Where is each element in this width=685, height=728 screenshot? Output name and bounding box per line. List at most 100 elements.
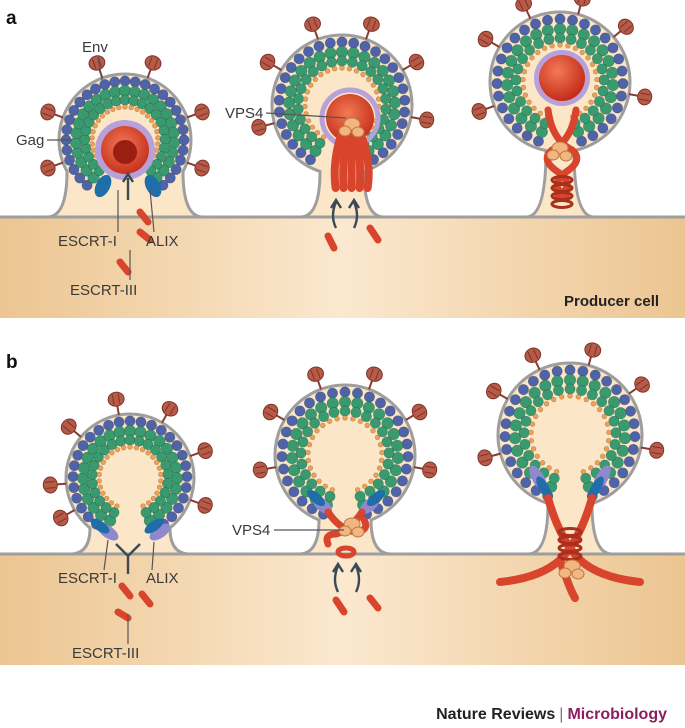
gag-subunit <box>603 446 610 452</box>
gag-subunit <box>605 449 617 461</box>
env-head-line <box>424 471 435 475</box>
gag-subunit <box>326 418 333 425</box>
env-head <box>107 391 125 407</box>
gag-subunit <box>517 384 529 396</box>
gag-subunit <box>590 401 597 407</box>
env-stalk <box>365 29 371 40</box>
gag-subunit <box>529 112 541 124</box>
gag-subunit <box>384 119 398 132</box>
gag-subunit <box>400 463 412 475</box>
gag-subunit <box>565 43 571 49</box>
journal-name: Nature Reviews <box>436 706 556 723</box>
gag-subunit <box>511 122 523 134</box>
gag-subunit <box>68 460 80 472</box>
env-head-line <box>254 465 265 469</box>
gag-subunit <box>378 457 385 464</box>
gag-subunit <box>90 83 102 95</box>
env-head-line <box>635 378 645 386</box>
env-head <box>366 366 383 382</box>
gag-lattice <box>273 36 411 166</box>
gag-subunit <box>596 44 609 57</box>
recruitment-arrow <box>331 201 338 229</box>
gag-subunit <box>320 422 326 429</box>
gag-subunit <box>305 457 312 464</box>
gag-subunit <box>277 438 289 450</box>
gag-subunit <box>374 434 381 441</box>
gag-subunit <box>309 434 316 441</box>
env-spike <box>402 53 425 71</box>
gag-subunit <box>172 502 184 514</box>
gag-subunit <box>82 511 94 523</box>
env-head-line <box>196 106 206 112</box>
gag-subunit <box>88 459 100 471</box>
recruitment-arrow <box>352 201 359 229</box>
gag-subunit <box>515 96 527 108</box>
gag-subunit <box>150 495 157 502</box>
escrt3-subunit <box>118 582 134 600</box>
gag-subunit <box>286 439 299 452</box>
gag-subunit <box>586 389 598 401</box>
env-spike <box>52 509 76 527</box>
gag-subunit <box>284 85 297 98</box>
gag-subunit <box>579 112 591 124</box>
gag-subunit <box>608 415 620 427</box>
env-head-line <box>45 481 56 483</box>
env-head-line <box>253 122 264 127</box>
gag-subunit <box>516 456 529 469</box>
gag-subunit <box>503 91 516 104</box>
env-head <box>52 509 69 527</box>
gag-subunit <box>154 100 167 113</box>
gag-subunit <box>520 477 532 489</box>
gag-subunit <box>512 63 524 75</box>
env-stalk <box>587 355 593 366</box>
gag-subunit <box>363 391 375 403</box>
gag-subunit <box>336 55 348 67</box>
gag-subunit <box>539 460 546 466</box>
gag-subunit <box>180 460 192 472</box>
panel-a-bud-early <box>40 55 210 276</box>
gag-subunit <box>278 463 290 475</box>
gag-subunit <box>92 123 98 129</box>
env-spike <box>486 382 509 400</box>
env-head-line <box>482 33 492 40</box>
escrt1-complex <box>94 174 112 198</box>
env-head-line <box>261 61 271 68</box>
env-head-line <box>307 20 312 31</box>
gag-subunit <box>127 444 133 450</box>
gag-subunit <box>145 419 157 431</box>
gag-subunit <box>68 164 80 176</box>
env-head-line <box>652 445 663 449</box>
panel-b-letter: b <box>6 352 18 373</box>
recruitment-arrow <box>333 565 340 593</box>
gag-subunit <box>96 471 102 478</box>
gag-lattice <box>491 13 629 147</box>
gag-subunit <box>593 96 605 108</box>
escrt3-coil <box>550 199 574 209</box>
gag-subunit <box>599 453 606 459</box>
env-head-line <box>588 344 592 355</box>
gag-subunit <box>546 465 552 471</box>
gag-subunit <box>150 109 162 121</box>
gag-subunit <box>588 465 594 471</box>
gag-subunit <box>77 440 89 452</box>
gag-subunit <box>619 394 631 406</box>
gag-subunit <box>174 154 186 166</box>
gag-subunit <box>86 478 98 490</box>
gag-subunit <box>615 90 627 102</box>
gag-subunit <box>273 106 285 118</box>
env-head-line <box>639 98 650 102</box>
gag-subunit <box>596 63 608 75</box>
env-head <box>419 111 435 129</box>
gag-subunit <box>511 467 523 479</box>
gag-subunit <box>309 417 321 429</box>
gag-subunit <box>150 454 156 460</box>
env-stalk <box>72 429 82 438</box>
env-head <box>252 461 268 479</box>
arrow-head <box>121 171 135 183</box>
gag-subunit <box>148 501 160 513</box>
gag-subunit <box>364 485 376 497</box>
gag-subunit <box>606 78 620 92</box>
gag-subunit <box>316 478 322 485</box>
gag-subunit <box>588 99 594 105</box>
vps4-complex <box>351 126 365 138</box>
